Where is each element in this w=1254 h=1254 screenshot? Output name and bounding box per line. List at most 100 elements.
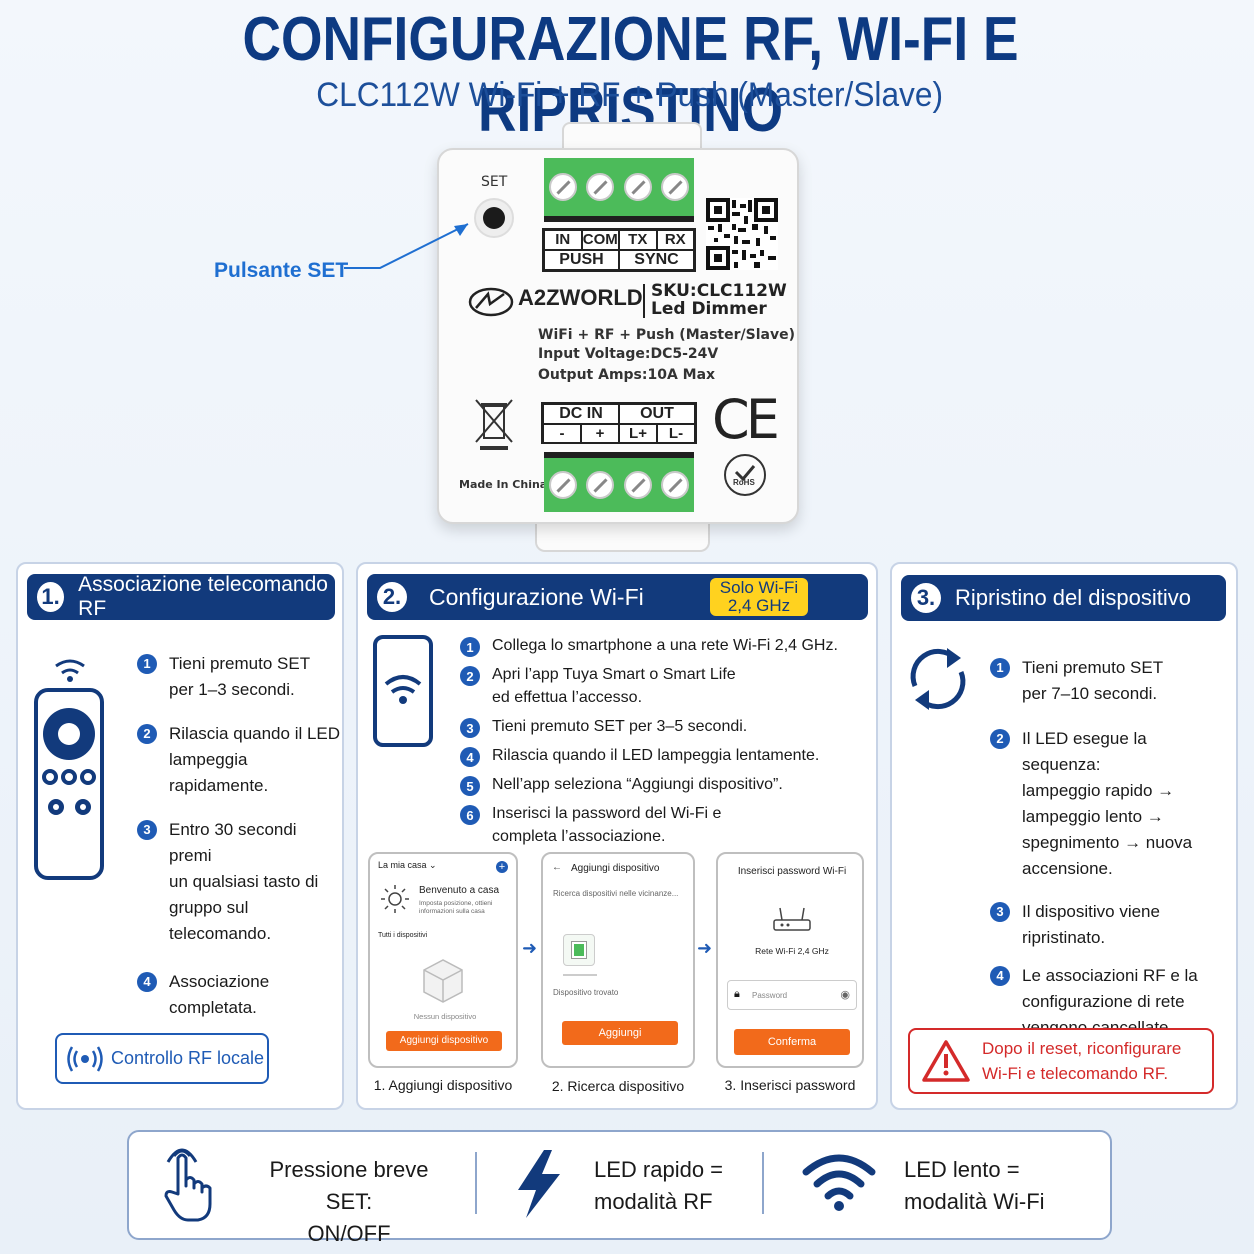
searching-text: Ricerca dispositivi nelle vicinanze...: [553, 889, 679, 898]
eye-icon[interactable]: ◉: [840, 989, 850, 1001]
panel-number: 1.: [37, 582, 65, 612]
set-button[interactable]: [483, 207, 505, 229]
arrow-right-icon: ➜: [522, 938, 538, 958]
rohs-check-icon: [724, 454, 766, 496]
back-arrow-icon[interactable]: ←: [552, 862, 562, 873]
screen-caption: 3. Inserisci password: [724, 1077, 856, 1093]
spec-line: WiFi + RF + Push (Master/Slave): [538, 327, 795, 343]
step-number: 2: [137, 724, 157, 744]
terminal-label: SYNC: [619, 250, 694, 270]
panel-title: Ripristino del dispositivo: [955, 585, 1191, 610]
reset-refresh-icon: [910, 648, 966, 710]
app-screen-home: La mia casa ⌄ + Benvenuto a casa Imposta…: [368, 852, 518, 1068]
step-text: Rilascia quando il LED lampeggia lentame…: [492, 747, 820, 764]
welcome-subtitle: Imposta posizione, ottieni informazioni …: [419, 900, 493, 915]
terminal-label: L-: [657, 424, 695, 444]
list-item: 3 Tieni premuto SET per 3–5 secondi.: [460, 715, 870, 738]
brand-name: A2ZWORLD: [518, 285, 643, 310]
list-item: 1 Collega lo smartphone a una rete Wi-Fi…: [460, 634, 870, 657]
brand-logo-icon: [468, 287, 514, 317]
step-text: Entro 30 secondi premi un qualsiasi tast…: [169, 820, 319, 943]
password-input[interactable]: 🔒︎ Password ◉: [727, 980, 857, 1010]
terminal-label: -: [543, 424, 581, 444]
step-number: 3: [990, 902, 1010, 922]
step-text: Tieni premuto SET per 7–10 secondi.: [1022, 658, 1164, 703]
router-icon: [773, 907, 811, 931]
step-number: 2: [460, 666, 480, 686]
screen-header: La mia casa ⌄: [378, 860, 437, 870]
legend-divider: [762, 1152, 764, 1214]
warning-triangle-icon: [922, 1040, 970, 1082]
sun-icon: [381, 885, 409, 913]
top-terminal-labels: IN COM TX RX PUSH SYNC: [542, 228, 696, 272]
step-text: Rilascia quando il LED lampeggia rapidam…: [169, 724, 341, 795]
rf-remote-icon: [34, 659, 104, 880]
screw-icon: [661, 173, 690, 201]
password-placeholder: Password: [752, 991, 788, 1000]
screw-icon: [548, 173, 577, 201]
screen-header: Inserisci password Wi-Fi: [737, 866, 847, 877]
terminal-label: L+: [619, 424, 657, 444]
list-item: 2 Apri l’app Tuya Smart o Smart Life ed …: [460, 663, 870, 709]
tag-line: Solo Wi-Fi: [719, 578, 799, 597]
wifi-icon: [802, 1154, 876, 1211]
empty-state-text: Nessun dispositivo: [413, 1012, 477, 1021]
terminal-label: PUSH: [544, 250, 619, 270]
warning-text: Dopo il reset, riconfigurare Wi-Fi e tel…: [982, 1039, 1182, 1083]
app-screen-password: Inserisci password Wi-Fi Rete Wi-Fi 2,4 …: [716, 852, 864, 1068]
add-button[interactable]: Aggiungi: [562, 1021, 678, 1045]
weee-bin-icon: [475, 399, 513, 450]
add-device-button[interactable]: Aggiungi dispositivo: [386, 1031, 502, 1051]
empty-box-icon: [423, 959, 463, 1003]
rf-local-control-badge: Controllo RF locale: [55, 1033, 269, 1084]
terminal-label: COM: [581, 230, 619, 250]
screen-header: Aggiungi dispositivo: [571, 863, 660, 874]
reset-steps-list: 1 Tieni premuto SET per 7–10 secondi. 2 …: [990, 655, 1226, 1041]
step-number: 4: [460, 747, 480, 767]
lightning-bolt-icon: [518, 1150, 560, 1218]
panel-title: Configurazione Wi-Fi: [429, 583, 644, 610]
screw-icon: [586, 173, 615, 201]
badge-label: Controllo RF locale: [111, 1048, 265, 1068]
step-number: 1: [460, 637, 480, 657]
smartphone-wifi-icon: [373, 635, 433, 747]
terminal-label: DC IN: [543, 404, 619, 424]
panel-device-reset-header: 3. Ripristino del dispositivo: [901, 575, 1226, 621]
terminal-label: OUT: [619, 404, 695, 424]
add-plus-icon[interactable]: +: [496, 861, 508, 873]
legend-bar: [127, 1130, 1112, 1240]
step-text: Nell’app seleziona “Aggiungi dispositivo…: [492, 776, 783, 793]
list-item: 4 Associazione completata.: [137, 969, 342, 1021]
step-number: 1: [990, 658, 1010, 678]
step-text: Associazione completata.: [169, 972, 270, 1017]
page-subtitle: CLC112W Wi-Fi + RF + Push (Master/Slave): [316, 76, 943, 114]
confirm-button[interactable]: Conferma: [734, 1029, 850, 1055]
step-number: 1: [137, 654, 157, 674]
sku-label: SKU:CLC112W: [651, 281, 787, 301]
panel-number: 2.: [377, 582, 407, 612]
set-button-callout: Pulsante SET: [214, 259, 349, 282]
terminal-label: +: [581, 424, 619, 444]
list-item: 1 Tieni premuto SET per 7–10 secondi.: [990, 655, 1226, 707]
legend-fast-led: LED rapido = modalità RF: [594, 1157, 724, 1214]
screw-icon: [586, 471, 615, 499]
list-item: 3 Il dispositivo viene ripristinato.: [990, 899, 1226, 951]
list-item: 6 Inserisci la password del Wi-Fi e comp…: [460, 802, 870, 848]
screw-icon: [548, 471, 577, 499]
legend-divider: [475, 1152, 477, 1214]
step-text: Apri l’app Tuya Smart o Smart Life ed ef…: [492, 666, 736, 706]
terminal-label: IN: [544, 230, 582, 250]
page-title: CONFIGURAZIONE RF, WI-FI E RIPRISTINO: [242, 5, 1019, 145]
list-item: 2 Il LED esegue la sequenza: lampeggio r…: [990, 726, 1226, 882]
panel-rf-pairing-header: 1. Associazione telecomando RF: [27, 573, 335, 620]
brand-divider: [643, 284, 645, 318]
progress-track: [563, 974, 597, 976]
step-text: Tieni premuto SET per 1–3 secondi.: [169, 654, 311, 699]
set-label: SET: [481, 174, 508, 190]
step-text: Tieni premuto SET per 3–5 secondi.: [492, 718, 748, 735]
step-number: 4: [990, 966, 1010, 986]
list-item: 5 Nell’app seleziona “Aggiungi dispositi…: [460, 773, 870, 796]
welcome-title: Benvenuto a casa: [419, 885, 500, 896]
panel-number: 3.: [911, 583, 941, 613]
ce-mark: CE: [712, 388, 780, 451]
